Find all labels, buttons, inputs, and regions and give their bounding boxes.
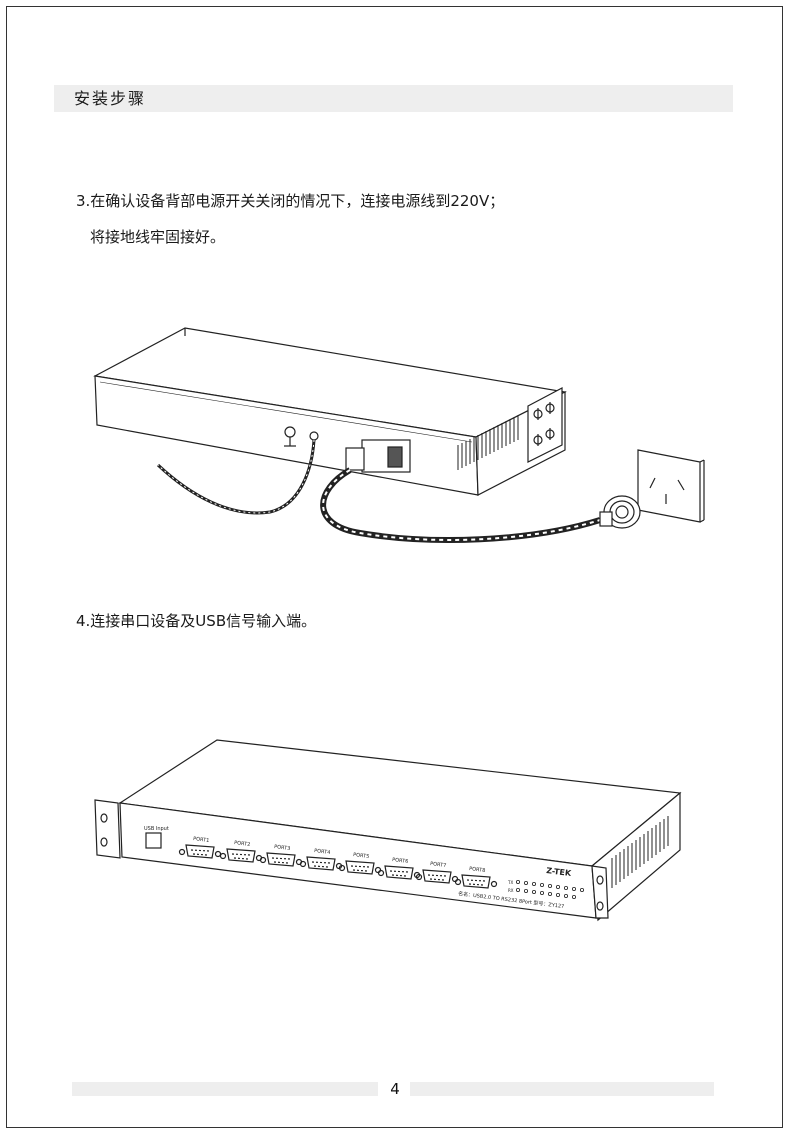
port-label-3: PORT3 xyxy=(274,844,291,852)
section-title: 安装步骤 xyxy=(74,89,147,108)
led-label-rx: RX xyxy=(508,888,514,893)
serial-port-8 xyxy=(454,874,498,889)
step-3-line-2: 将接地线牢固接好。 xyxy=(90,228,226,246)
status-led-grid xyxy=(516,880,585,900)
usb-input-port xyxy=(145,832,162,849)
section-header-bar xyxy=(54,85,733,112)
page-number-wrap: 4 xyxy=(0,1080,790,1098)
port-label-8: PORT8 xyxy=(469,866,486,874)
footer-bar-left xyxy=(72,1082,378,1096)
port-label-6: PORT6 xyxy=(392,857,409,865)
serial-port-2 xyxy=(219,848,263,863)
port-label-5: PORT5 xyxy=(353,852,370,860)
wall-outlet xyxy=(637,449,705,523)
port-label-4: PORT4 xyxy=(314,848,331,856)
footer-bar-right xyxy=(410,1082,714,1096)
right-rack-ear xyxy=(591,865,609,919)
power-plug-head xyxy=(599,495,641,529)
terminal-posts xyxy=(533,402,555,446)
page-number: 4 xyxy=(384,1080,406,1098)
serial-port-3 xyxy=(259,852,303,867)
serial-port-4 xyxy=(299,856,343,871)
serial-port-1 xyxy=(178,844,222,859)
serial-port-7 xyxy=(415,869,459,884)
port-label-7: PORT7 xyxy=(430,861,447,869)
power-switch xyxy=(387,446,403,468)
led-label-tx: TX xyxy=(507,880,513,885)
power-plug-iec xyxy=(345,447,365,471)
step-3-line-1: 3.在确认设备背部电源开关关闭的情况下，连接电源线到220V； xyxy=(76,192,505,210)
page-border xyxy=(6,6,783,1128)
left-rack-ear xyxy=(94,799,121,859)
rear-vent xyxy=(457,415,519,470)
port-label-1: PORT1 xyxy=(193,836,210,844)
ground-symbol-icon xyxy=(284,426,296,447)
step-4-line-1: 4.连接串口设备及USB信号输入端。 xyxy=(76,612,317,630)
serial-port-row xyxy=(178,844,498,889)
usb-input-label: USB Input xyxy=(144,826,169,832)
side-vent xyxy=(611,816,669,888)
port-label-2: PORT2 xyxy=(234,840,251,848)
brand-logo: Z-TEK xyxy=(546,866,573,878)
serial-port-6 xyxy=(377,865,421,880)
